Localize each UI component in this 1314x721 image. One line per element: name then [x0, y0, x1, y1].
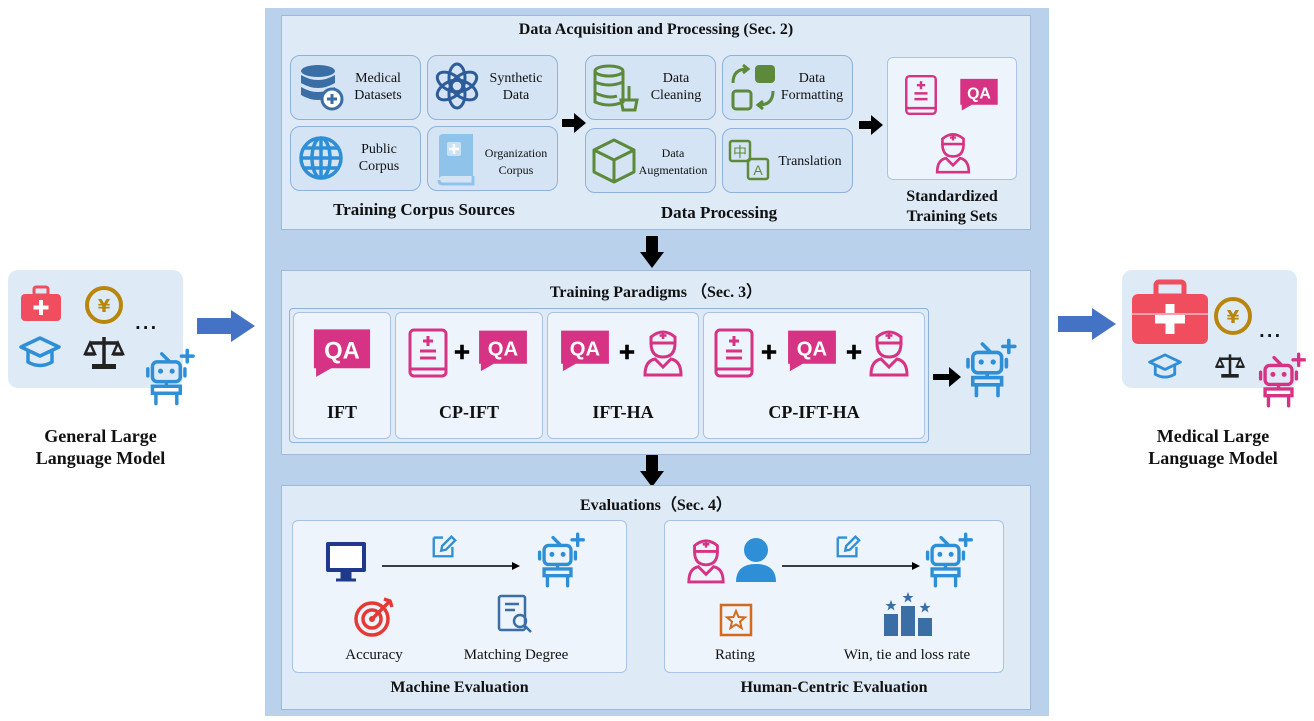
human-evaluation-title: Human-Centric Evaluation — [740, 679, 928, 696]
globe-icon — [299, 136, 343, 180]
qa-icon — [557, 327, 613, 373]
paradigm-ift-label: IFT — [326, 402, 357, 422]
medical-model-label: Medical Large Language Model — [1148, 426, 1278, 468]
plus-icon — [845, 343, 863, 361]
input-arrow — [197, 310, 255, 342]
section1-title: Data Acquisition and Processing (Sec. 2) — [518, 21, 794, 38]
leaderboard-icon — [884, 592, 932, 636]
metric-win-tie-loss: Win, tie and loss rate — [843, 647, 971, 663]
metric-rating: Rating — [715, 647, 755, 663]
edit-icon — [430, 532, 458, 560]
processing-title: Data Processing — [660, 203, 778, 222]
graduation-cap-icon — [1148, 353, 1182, 379]
svg-text:A: A — [753, 162, 763, 178]
openai-icon — [435, 62, 479, 110]
star-rating-icon — [719, 603, 753, 637]
scales-icon — [83, 337, 125, 369]
processing-translation-label: Translation — [778, 154, 842, 169]
left-ellipsis: ... — [134, 304, 158, 335]
medical-kit-icon — [1132, 279, 1208, 344]
svg-text:¥: ¥ — [98, 296, 111, 317]
output-arrow — [1058, 308, 1116, 340]
yen-coin-icon: ¥ — [1214, 297, 1252, 335]
section2-title: Training Paradigms （Sec. 3） — [549, 284, 763, 301]
metric-matching-degree: Matching Degree — [463, 647, 569, 663]
doctor-icon — [933, 130, 973, 174]
graduation-cap-icon — [19, 336, 61, 368]
machine-eval-arrow — [382, 562, 520, 570]
plus-icon — [760, 343, 778, 361]
book-icon — [437, 134, 475, 186]
paradigm-cp-ift-label: CP-IFT — [439, 402, 499, 422]
human-eval-robot-icon — [922, 532, 978, 588]
trained-robot-icon — [962, 338, 1022, 398]
doctor-icon — [867, 327, 911, 377]
cube-icon — [592, 138, 636, 184]
qa-icon — [784, 327, 840, 373]
plus-icon — [618, 343, 636, 361]
paradigms-frame — [289, 308, 929, 443]
document-search-icon — [497, 594, 532, 633]
paradigm-ift-ha-label: IFT-HA — [592, 402, 654, 422]
machine-evaluation-title: Machine Evaluation — [390, 679, 529, 696]
document-icon — [712, 327, 756, 379]
processing-data-augmentation — [585, 128, 716, 193]
down-arrow-1 — [640, 236, 664, 268]
db-clean-icon — [593, 64, 639, 112]
sources-to-processing-arrow — [562, 113, 586, 133]
qa-icon — [475, 327, 531, 373]
scales-icon — [1214, 354, 1246, 378]
document-icon — [406, 327, 450, 379]
medical-robot-icon — [1255, 352, 1311, 408]
down-arrow-2 — [640, 455, 664, 487]
target-icon — [354, 597, 394, 637]
paradigm-cp-ift-ha-label: CP-IFT-HA — [768, 402, 860, 422]
document-icon — [903, 73, 939, 117]
metric-accuracy: Accuracy — [345, 647, 403, 663]
qa-icon — [957, 76, 1001, 112]
general-robot-icon — [142, 348, 200, 406]
yen-coin-icon: ¥ — [85, 286, 123, 324]
general-model-label: General Large Language Model — [35, 426, 166, 468]
plus-icon — [453, 343, 471, 361]
medical-kit-icon — [21, 285, 61, 321]
format-icon — [731, 63, 775, 111]
svg-text:中: 中 — [733, 145, 747, 161]
doctor-icon — [641, 327, 685, 377]
database-icon — [301, 65, 344, 111]
right-ellipsis: ... — [1258, 312, 1282, 343]
qa-icon — [309, 325, 375, 379]
processing-to-sets-arrow — [859, 115, 883, 135]
section3-title: Evaluations（Sec. 4） — [579, 497, 733, 514]
user-icon — [736, 538, 776, 582]
human-eval-arrow — [782, 562, 920, 570]
doctor-icon — [685, 536, 727, 584]
monitor-icon — [326, 542, 366, 582]
paradigms-to-robot-arrow — [933, 367, 961, 387]
sources-title: Training Corpus Sources — [333, 200, 515, 219]
svg-text:¥: ¥ — [1227, 307, 1240, 328]
machine-eval-robot-icon — [534, 532, 590, 588]
edit-icon — [834, 532, 862, 560]
translate-icon: 中 A — [728, 139, 770, 181]
